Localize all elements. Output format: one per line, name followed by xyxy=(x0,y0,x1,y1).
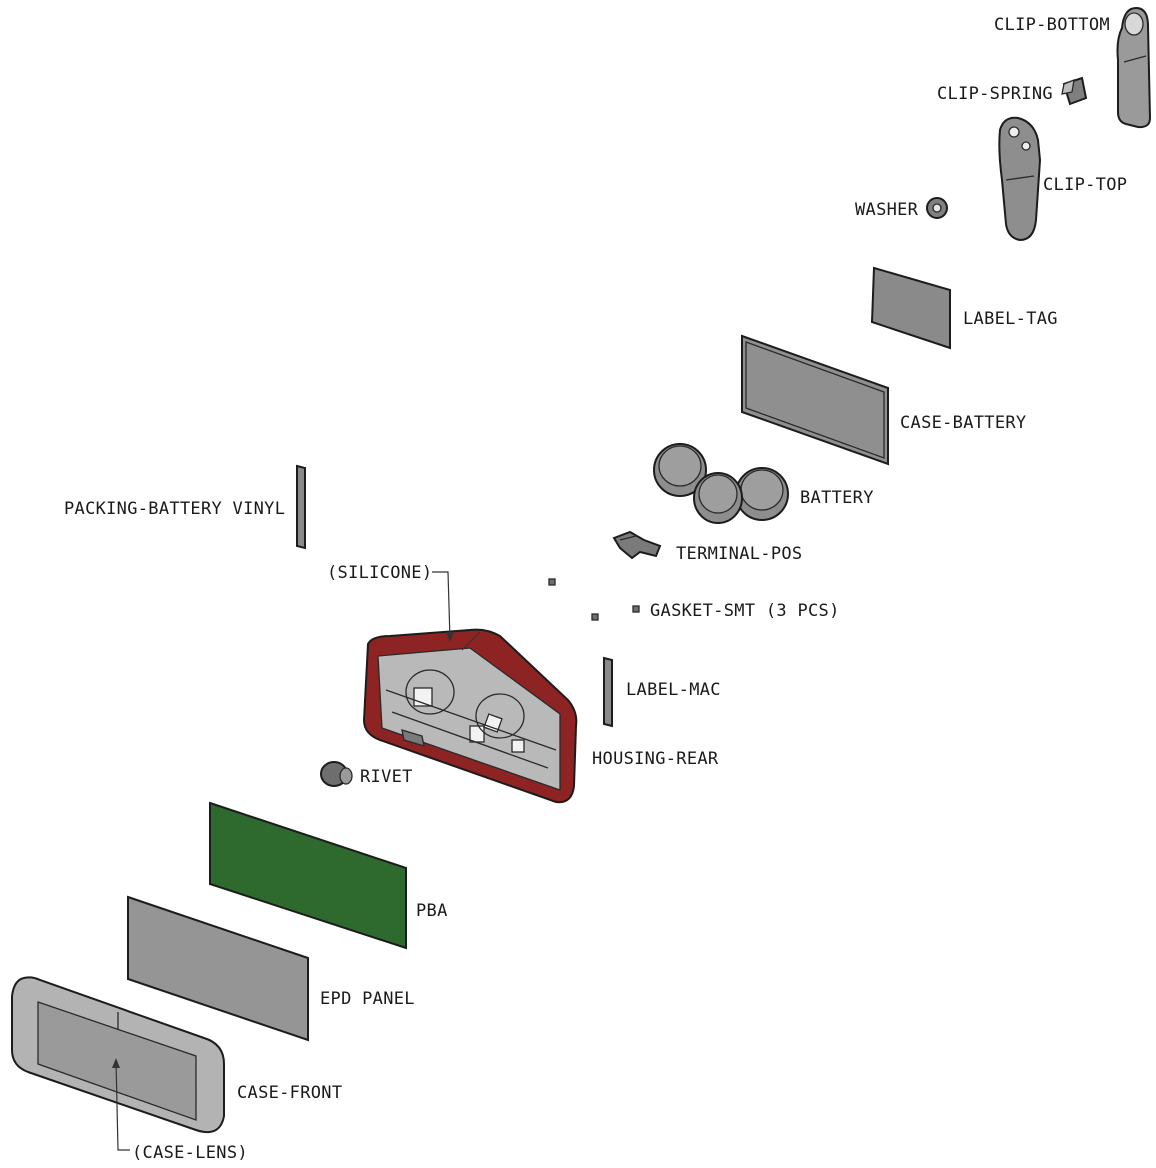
terminal-pos-part xyxy=(612,530,662,560)
washer-label: WASHER xyxy=(855,200,919,220)
label-mac-part xyxy=(603,656,613,728)
washer-part xyxy=(926,197,948,219)
clip-bottom-label: CLIP-BOTTOM xyxy=(994,15,1110,35)
gasket-smt-parts xyxy=(548,578,640,621)
housing-rear-label: HOUSING-REAR xyxy=(592,749,719,769)
case-front-label: CASE-FRONT xyxy=(237,1083,342,1103)
leader-lines xyxy=(112,571,481,1151)
battery-label: BATTERY xyxy=(800,488,874,508)
clip-top-part xyxy=(998,116,1042,242)
battery-part xyxy=(653,443,789,524)
epd-panel-part xyxy=(127,895,309,1042)
case-battery-part xyxy=(741,334,889,466)
case-lens-label: (CASE-LENS) xyxy=(132,1143,248,1163)
silicone-label: (SILICONE) xyxy=(327,563,432,583)
label-mac-label: LABEL-MAC xyxy=(626,680,721,700)
case-battery-label: CASE-BATTERY xyxy=(900,413,1026,433)
packing-battery-vinyl-part xyxy=(296,464,306,550)
clip-bottom-part xyxy=(1116,6,1152,129)
terminal-pos-label: TERMINAL-POS xyxy=(676,544,802,564)
epd-panel-label: EPD PANEL xyxy=(320,989,415,1009)
housing-rear-part xyxy=(362,628,578,804)
rivet-part xyxy=(320,761,353,787)
pba-part xyxy=(209,801,407,950)
gasket-smt-label: GASKET-SMT (3 PCS) xyxy=(650,601,840,621)
label-tag-part xyxy=(870,266,951,350)
pba-label: PBA xyxy=(416,901,448,921)
label-tag-label: LABEL-TAG xyxy=(963,309,1058,329)
rivet-label: RIVET xyxy=(360,767,413,787)
packing-battery-vinyl-label: PACKING-BATTERY VINYL xyxy=(64,499,285,519)
clip-top-label: CLIP-TOP xyxy=(1043,175,1127,195)
clip-spring-label: CLIP-SPRING xyxy=(937,84,1053,104)
clip-spring-part xyxy=(1061,76,1088,106)
